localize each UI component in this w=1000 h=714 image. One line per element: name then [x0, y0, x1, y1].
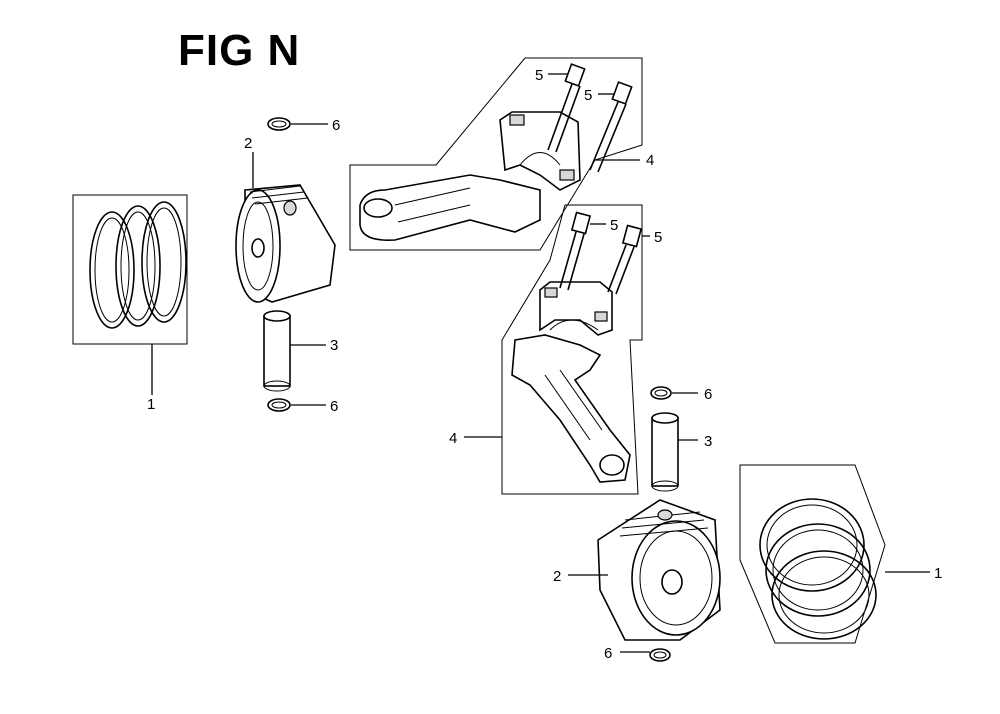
- clip-left-bottom: [267, 398, 291, 412]
- piston-rings-left: [72, 194, 188, 345]
- bolt-upper-2: [589, 81, 633, 173]
- callout-6-right-bottom: 6: [604, 645, 612, 662]
- callout-4-lower: 4: [449, 430, 457, 447]
- clip-right-top: [650, 386, 672, 400]
- callout-6-left-top: 6: [332, 117, 340, 134]
- callout-5-lower-b: 5: [654, 229, 662, 246]
- piston-rings-right: [739, 464, 886, 644]
- clip-right-bottom: [649, 648, 671, 662]
- bolt-upper-1: [547, 63, 586, 153]
- callout-5-upper-a: 5: [535, 67, 543, 84]
- conrod-upper-frame: [349, 57, 643, 251]
- callout-5-lower-a: 5: [610, 217, 618, 234]
- bolt-lower-1: [559, 211, 592, 291]
- conrod-lower-frame: [501, 204, 643, 495]
- callout-3-left: 3: [330, 337, 338, 354]
- piston-right: [597, 499, 721, 641]
- connecting-rod-lower: [511, 281, 631, 483]
- callout-2-left: 2: [244, 135, 252, 152]
- callout-5-upper-b: 5: [584, 87, 592, 104]
- callout-4-upper: 4: [646, 152, 654, 169]
- callout-6-left-bottom: 6: [330, 398, 338, 415]
- piston-pin-right: [651, 412, 679, 492]
- figure-title: FIG N: [178, 26, 301, 75]
- callout-1-right: 1: [934, 565, 942, 582]
- piston-pin-left: [263, 310, 291, 392]
- callout-6-right-top: 6: [704, 386, 712, 403]
- connecting-rod-upper: [359, 111, 581, 242]
- piston-left: [235, 184, 336, 303]
- bolt-lower-2: [607, 224, 643, 295]
- callout-2-right: 2: [553, 568, 561, 585]
- callout-1-left: 1: [147, 396, 155, 413]
- clip-left-top: [267, 117, 291, 131]
- callout-3-right: 3: [704, 433, 712, 450]
